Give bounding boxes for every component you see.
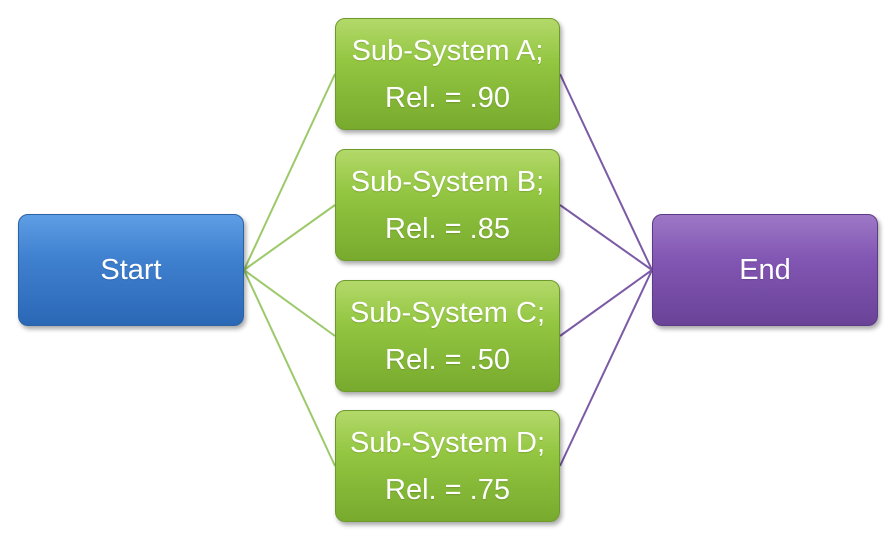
subsystem-b-reliability: Rel. = .85 [385,212,510,245]
subsystem-c-name: Sub-System C; [350,296,545,329]
subsystem-a-node: Sub-System A; Rel. = .90 [335,18,560,130]
subsystem-c-reliability: Rel. = .50 [385,343,510,376]
connector-a-to-end [559,73,653,271]
subsystem-d-node: Sub-System D; Rel. = .75 [335,410,560,522]
subsystem-b-name: Sub-System B; [350,165,545,198]
connector-start-to-b [243,204,336,271]
start-node: Start [18,214,244,326]
connector-start-to-d [243,269,336,467]
connector-start-to-c [243,269,336,337]
connector-d-to-end [559,269,653,467]
subsystem-a-name: Sub-System A; [351,34,544,67]
connector-start-to-a [243,73,336,271]
subsystem-c-node: Sub-System C; Rel. = .50 [335,280,560,392]
connector-b-to-end [559,204,653,271]
end-label: End [739,254,791,286]
subsystem-a-reliability: Rel. = .90 [385,81,510,114]
subsystem-d-name: Sub-System D; [350,426,545,459]
subsystem-d-reliability: Rel. = .75 [385,473,510,506]
end-node: End [652,214,878,326]
connector-c-to-end [559,269,653,337]
subsystem-b-node: Sub-System B; Rel. = .85 [335,149,560,261]
start-label: Start [100,254,162,286]
